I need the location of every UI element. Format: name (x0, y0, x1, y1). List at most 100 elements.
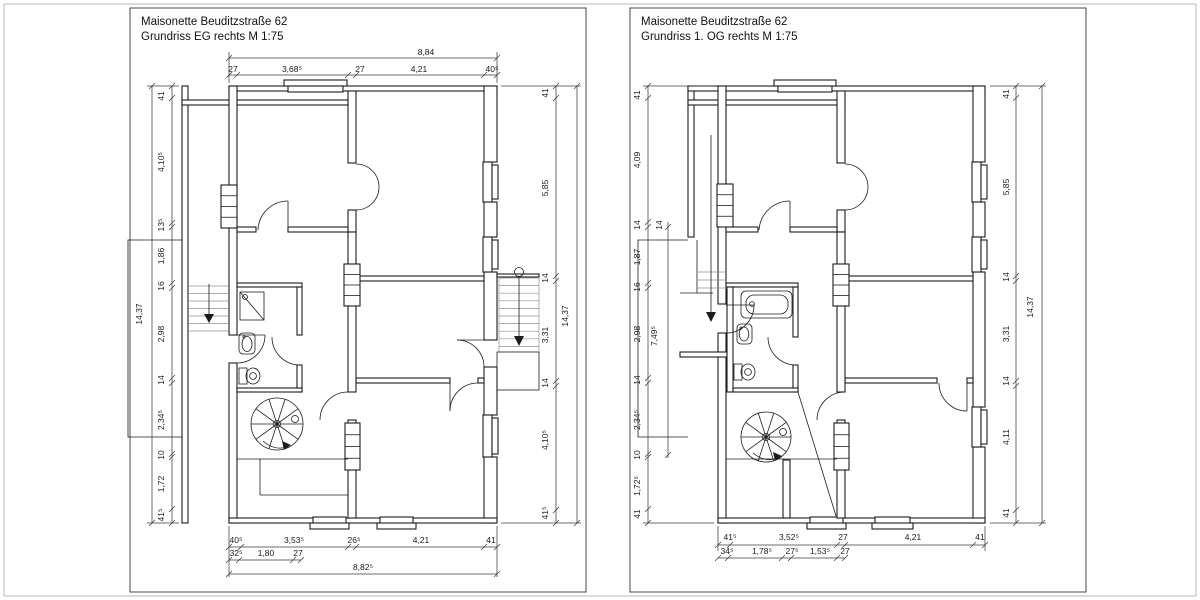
dim-label: 4,09 (632, 151, 642, 168)
dim-label: 1,87 (632, 248, 642, 265)
dim-label: 2,34⁵ (632, 410, 642, 430)
dim-label: 16 (156, 281, 166, 291)
entrance-stair (189, 284, 228, 332)
dim-label: 5,85 (540, 179, 550, 196)
dimension-labels: 41⁵ 3,52⁵ 27 4,21 41 34⁵ 1,78⁵ 27⁵ 1,53⁵… (632, 89, 1035, 556)
washbasin-icon (736, 323, 753, 345)
dim-label: 1,72 (156, 475, 166, 492)
dim-label: 34⁵ (721, 546, 734, 556)
dim-label: 4,21 (411, 64, 428, 74)
dim-label: 4,11 (1001, 429, 1011, 445)
dim-label: 27 (228, 64, 238, 74)
external-stair (496, 267, 540, 391)
shower-icon (239, 291, 265, 321)
dim-label: 41 (975, 532, 985, 542)
dim-label: 14 (540, 273, 550, 283)
toilet-icon (733, 363, 756, 381)
dim-label: 2,98 (156, 325, 166, 342)
sheet-outer-border (3, 3, 1197, 597)
dim-label: 40⁵ (486, 64, 499, 74)
dim-top-overall: 8,84 (418, 47, 435, 57)
dim-label: 10 (632, 450, 642, 460)
washbasin-icon (238, 332, 256, 355)
dim-label: 14 (540, 378, 550, 388)
dim-label: 4,21 (905, 532, 922, 542)
dim-label: 41 (1001, 508, 1011, 518)
bathroom (236, 282, 303, 393)
dim-label: 3,31 (1001, 325, 1011, 342)
exterior-walls (181, 85, 498, 524)
dim-label: 3,53⁵ (284, 535, 304, 545)
dim-label: 5,85 (1001, 178, 1011, 195)
panel-og: Maisonette Beuditzstraße 62 Grundriss 1.… (632, 16, 1046, 562)
dim-label: 14 (156, 375, 166, 385)
dim-label: 1,78⁵ (752, 546, 772, 556)
dim-label: 13⁵ (156, 219, 166, 232)
dim-label: 7,49⁵ (649, 326, 659, 346)
dim-label: 27 (355, 64, 365, 74)
doors (236, 163, 485, 421)
dim-label: 2,34⁵ (156, 410, 166, 430)
dim-label: 26⁵ (348, 535, 361, 545)
toilet-icon (238, 367, 261, 385)
doors (725, 163, 968, 421)
chimney-flues (716, 183, 850, 471)
dim-label: 14 (632, 375, 642, 385)
bathtub-icon (740, 290, 793, 319)
dim-right-overall: 14,37 (1025, 296, 1035, 318)
dim-label: 41 (156, 91, 166, 101)
dim-label: 14 (1001, 376, 1011, 386)
dim-bottom-overall: 8,82⁵ (353, 562, 373, 572)
dim-label: 10 (156, 450, 166, 460)
dim-label: 14 (1001, 272, 1011, 282)
dim-label: 41 (540, 88, 550, 98)
dim-label: 27 (840, 546, 850, 556)
windows (283, 79, 499, 530)
dim-label: 14 (632, 220, 642, 230)
dim-right-overall: 14,37 (560, 305, 570, 327)
dim-label: 4,10⁵ (156, 152, 166, 172)
dimension-chains (643, 82, 1046, 562)
dimension-labels: 8,84 27 3,68⁵ 27 4,21 40⁵ 40⁵ 3,53⁵ 26⁵ … (134, 47, 570, 572)
dim-label: 41 (632, 90, 642, 100)
dim-label: 32⁵ (230, 548, 243, 558)
panel-subtitle: Grundriss 1. OG rechts M 1:75 (641, 31, 798, 43)
dim-label: 1,86 (156, 247, 166, 264)
dim-label: 41 (486, 535, 496, 545)
dim-label: 27 (838, 532, 848, 542)
dim-label: 27 (293, 548, 303, 558)
dim-label: 41⁵ (724, 532, 737, 542)
panel-title: Maisonette Beuditzstraße 62 (641, 16, 787, 28)
dim-label: 41 (632, 509, 642, 519)
dim-left-overall: 14,37 (134, 303, 144, 325)
dim-label: 27⁵ (786, 546, 799, 556)
dim-label: 1,53⁵ (810, 546, 830, 556)
dim-label: 3,52⁵ (779, 532, 799, 542)
panel-eg: Maisonette Beuditzstraße 62 Grundriss EG… (127, 16, 581, 578)
dim-label: 1,72⁵ (632, 476, 642, 496)
dim-label: 41⁵ (540, 507, 550, 520)
dim-label: 3,31 (540, 326, 550, 343)
dim-label: 40⁵ (230, 535, 243, 545)
panel-title: Maisonette Beuditzstraße 62 (141, 16, 287, 28)
dim-label: 14 (654, 220, 664, 230)
party-wall-stub (127, 85, 189, 524)
dim-label: 41⁵ (156, 509, 166, 522)
chimney-flues (220, 184, 361, 471)
dim-label: 16 (632, 282, 642, 292)
spiral-staircase-icon (250, 397, 304, 451)
dimension-chains (147, 52, 581, 578)
windows (773, 79, 988, 530)
stairwell-void (680, 135, 837, 460)
panel-border-right (629, 7, 1087, 593)
storage-nook (237, 458, 348, 496)
dim-label: 2,98 (632, 325, 642, 342)
dim-label: 4,21 (413, 535, 430, 545)
panel-subtitle: Grundriss EG rechts M 1:75 (141, 31, 284, 43)
bathroom (725, 282, 799, 393)
dim-label: 4,10⁵ (540, 430, 550, 450)
dim-label: 41 (1001, 89, 1011, 99)
dim-label: 3,68⁵ (282, 64, 302, 74)
